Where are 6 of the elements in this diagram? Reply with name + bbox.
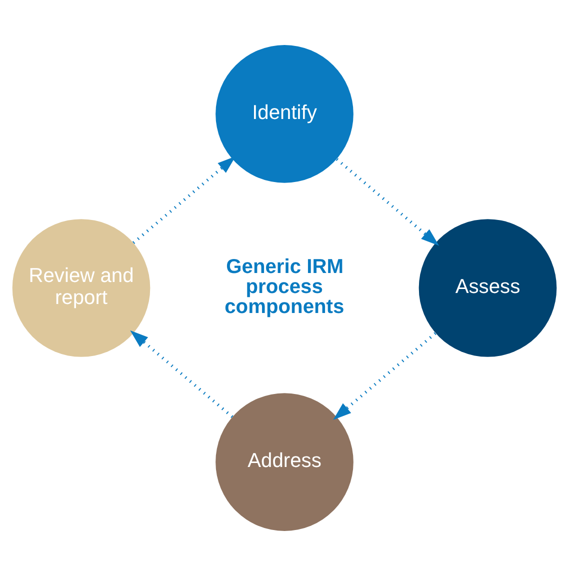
- arrow: [132, 156, 236, 244]
- label: Generic IRM process components: [224, 256, 344, 318]
- arrow: [130, 330, 234, 418]
- arrow: [336, 158, 440, 246]
- arrow: [333, 332, 436, 420]
- node-circle: Assess: [418, 219, 557, 357]
